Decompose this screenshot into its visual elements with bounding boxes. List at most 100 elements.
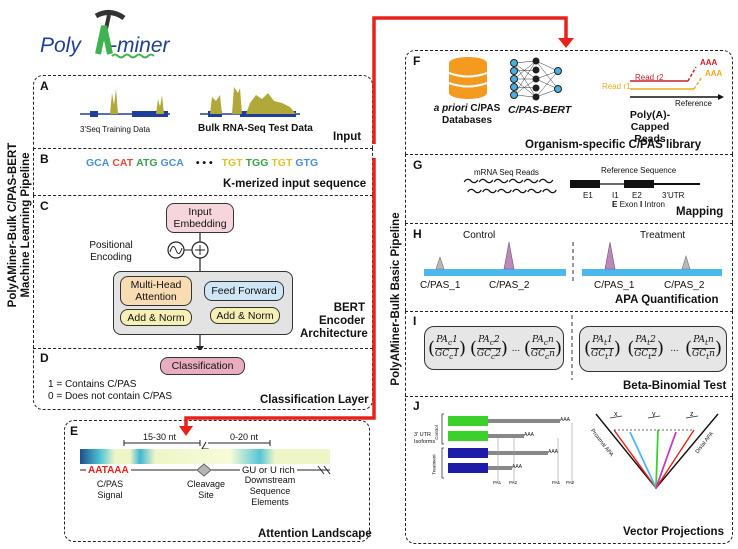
panel-c-title-3: Architecture: [300, 328, 368, 340]
kmer-1: GCA: [86, 157, 110, 169]
panel-h: [405, 223, 733, 311]
legend-contains: 1 = Contains C/PAS: [48, 379, 137, 390]
gene-e1: E1: [583, 191, 593, 200]
logo-text-miner: -miner: [110, 34, 170, 57]
panel-g-letter: G: [413, 158, 423, 172]
panel-j: [405, 396, 733, 544]
panel-h-letter: H: [413, 227, 422, 241]
control-side-label: Control: [433, 425, 439, 440]
neural-network-icon: [510, 57, 562, 101]
kmer-2: CAT: [112, 157, 134, 169]
downstream-label: Downstream Sequence Elements: [244, 475, 296, 507]
classification-box: Classification: [160, 357, 245, 375]
database-label-rest: C/PAS Databases: [441, 103, 501, 126]
control-cpas1: C/PAS_1: [420, 280, 461, 291]
aaa-j1: AAA: [560, 417, 571, 423]
mrna-reads-squiggles: 〜〜〜〜〜〜 〜〜〜〜〜〜: [463, 174, 557, 201]
panel-a-caption-1: 3'Seq Training Data: [80, 125, 151, 134]
panel-e-letter: E: [70, 424, 79, 438]
panel-b-letter: B: [40, 152, 49, 166]
ratio-ellipsis-t: ...: [670, 342, 679, 354]
panel-h-title: APA Quantification: [615, 294, 719, 306]
coverage-tracks: [80, 87, 300, 117]
aaa-j4: AAA: [512, 464, 523, 470]
panel-i-title: Beta-Binomial Test: [623, 380, 727, 392]
aaa-red: AAA: [700, 58, 718, 67]
legend-exon: Exon: [619, 200, 638, 209]
capped-reads-label: Poly(A)-Capped Reads: [629, 109, 671, 145]
add-norm-box-1: Add & Norm: [120, 309, 192, 326]
gene-utr: 3'UTR: [662, 191, 685, 200]
treatment-side-label: Treatment: [431, 454, 437, 475]
kmer-6: TGG: [245, 157, 269, 169]
vector-x: x: [614, 411, 618, 418]
treatment-ratios-box: [579, 326, 727, 372]
panel-g: [405, 154, 733, 223]
treatment-cpas2: C/PAS_2: [664, 280, 705, 291]
vector-projection-graphic: [595, 413, 719, 490]
add-norm-box-2: Add & Norm: [210, 307, 280, 324]
panel-j-title: Vector Projections: [623, 526, 724, 538]
utr-isoforms-label: 3' UTR Isoforms: [414, 432, 436, 445]
vector-z: z: [690, 411, 694, 418]
add-norm-label-2: Add & Norm: [216, 309, 274, 322]
isoform-bars: [441, 413, 573, 484]
panel-d-title: Classification Layer: [260, 394, 369, 406]
track-3seq: [80, 89, 170, 117]
treatment-label: Treatment: [640, 230, 686, 241]
bert-label: C/PAS-BERT: [508, 104, 572, 116]
signal-label: C/PAS Signal: [96, 479, 124, 500]
panel-c-letter: C: [40, 199, 49, 213]
vector-y: y: [652, 411, 656, 418]
mrna-reads-label: mRNA Seq Reads: [474, 168, 539, 177]
database-label-italic: a priori: [433, 103, 468, 114]
aaa-j3: AAA: [548, 449, 559, 455]
panel-g-title: Mapping: [676, 206, 724, 218]
panel-i-letter: I: [413, 314, 417, 328]
gene-e2: E2: [632, 191, 642, 200]
add-norm-label-1: Add & Norm: [127, 311, 185, 324]
aaa-yellow: AAA: [705, 69, 723, 78]
panel-c-title-1: BERT: [333, 302, 365, 314]
kmer-5: TGT: [221, 157, 243, 169]
database-label: a priori C/PAS Databases: [430, 103, 504, 127]
kmer-dots: • • •: [195, 157, 213, 169]
kmer-3: ATG: [136, 157, 158, 169]
pa-label-1: PA1: [493, 480, 502, 485]
control-label: Control: [463, 230, 496, 241]
kmer-7: TGT: [271, 157, 293, 169]
multi-head-label: Multi-Head Attention: [130, 279, 182, 303]
panel-f-letter: F: [413, 54, 421, 68]
panel-e-title: Attention Landscape: [258, 528, 372, 540]
kmer-8: GTG: [295, 157, 319, 169]
reference-seq-label: Reference Sequence: [601, 166, 677, 175]
reference-label: Reference: [675, 99, 712, 108]
database-icon: [448, 57, 488, 99]
panel-i: [405, 311, 733, 396]
input-embedding-box: Input Embedding: [166, 203, 234, 233]
read-r1-label: Read r1: [602, 82, 631, 91]
multi-head-attention-box: Multi-Head Attention: [120, 276, 192, 306]
read-r2-label: Read r2: [635, 73, 664, 82]
panel-f: [405, 50, 733, 154]
panel-f-title: Organism-specific C/PAS library: [525, 139, 702, 151]
aaa-j2: AAA: [524, 432, 535, 438]
panel-a-caption-2: Bulk RNA-Seq Test Data: [198, 123, 313, 134]
ratio-ellipsis-c: ...: [511, 342, 521, 354]
pa-label-2: PA2: [509, 480, 518, 485]
pa-label-4: PA2: [566, 480, 575, 485]
pickaxe-icon: [94, 10, 155, 59]
panel-a-letter: A: [40, 79, 49, 93]
pa-label-3: PA1: [552, 480, 561, 485]
legend-not-contains: 0 = Does not contain C/PAS: [48, 391, 173, 402]
